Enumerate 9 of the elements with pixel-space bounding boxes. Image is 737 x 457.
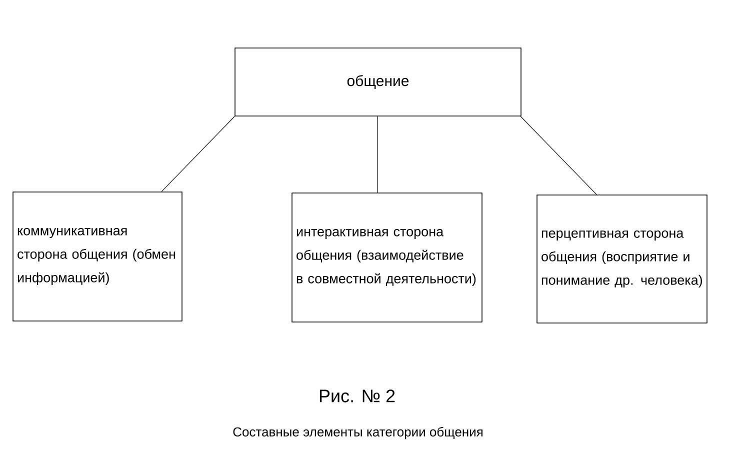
connector-line — [520, 116, 597, 195]
connector-line — [161, 116, 235, 192]
category-box: перцептивная сторона общения (восприятие и понимание др. человека) — [536, 194, 708, 324]
category-box: интерактивная сторона общения (взаимодействие в совместной деятельности) — [292, 192, 482, 322]
category-box: коммуникативная сторона общения (обмен информацией) — [12, 192, 182, 322]
figure-number: Рис. № 2 — [320, 390, 395, 402]
connector-line — [377, 116, 378, 193]
root-box: общение — [234, 48, 522, 116]
caption: Составные элементы категории общения — [233, 426, 482, 440]
